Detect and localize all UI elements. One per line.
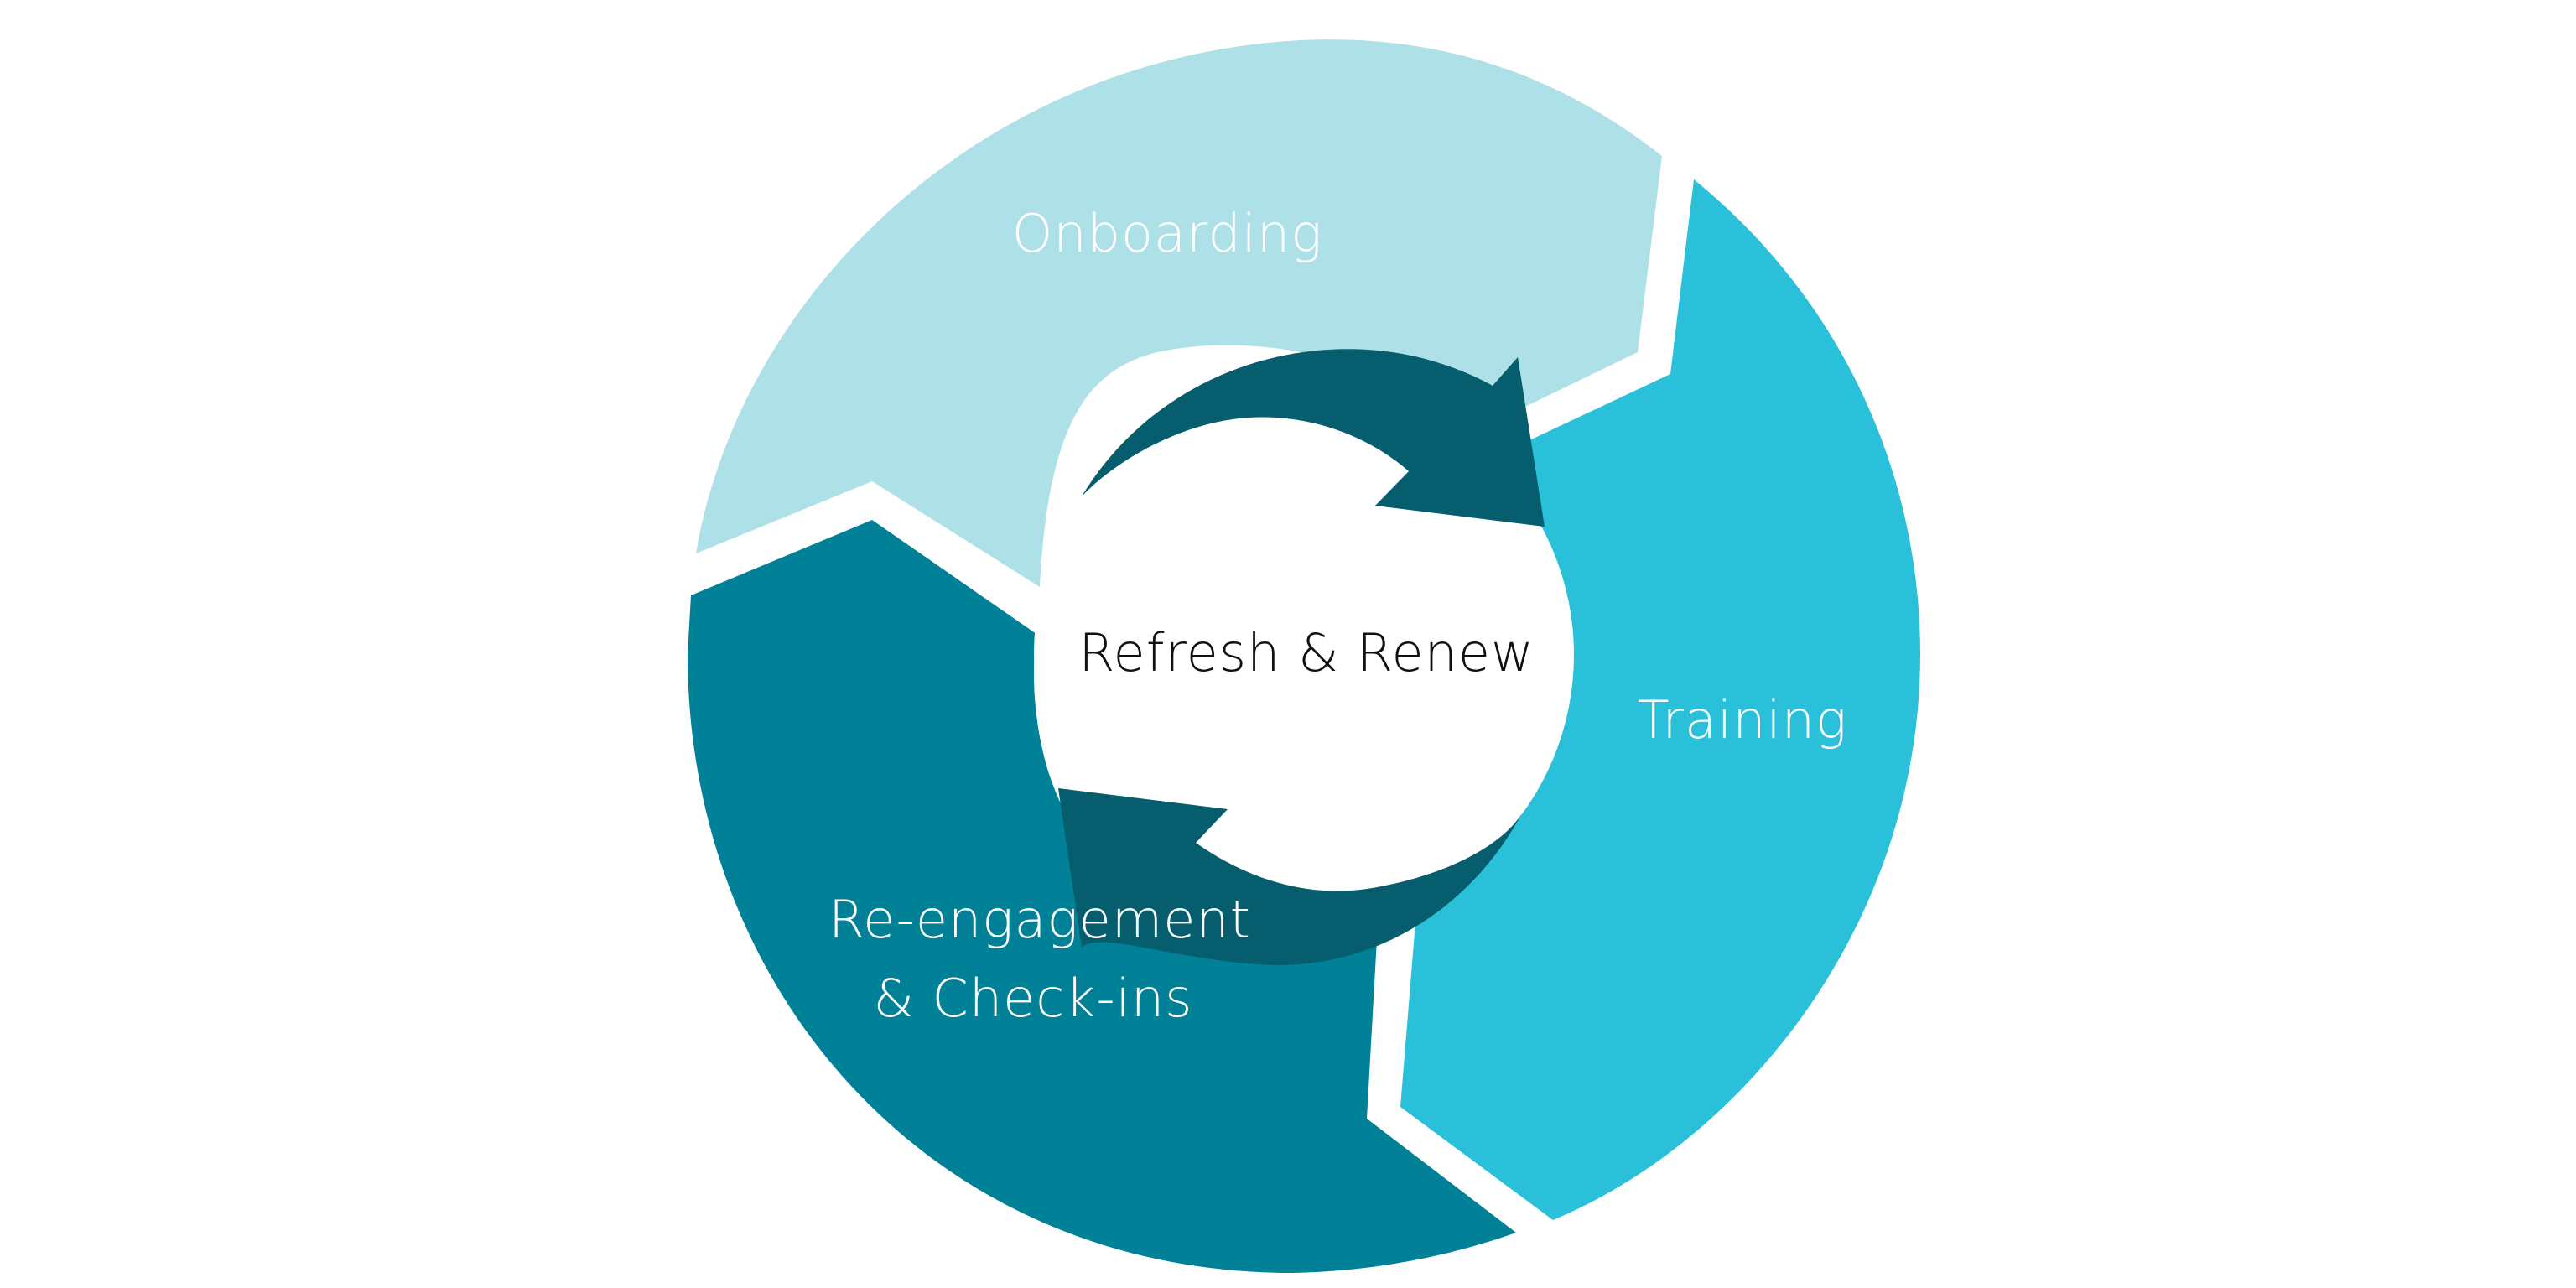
center-circle bbox=[1034, 385, 1574, 925]
center-label: Refresh & Renew bbox=[1078, 622, 1534, 683]
label-reengagement-line1: Re-engagement bbox=[828, 889, 1251, 950]
refresh-arrow-top-icon bbox=[1082, 349, 1545, 527]
refresh-arrow-bottom-icon bbox=[1058, 788, 1522, 965]
label-reengagement-line2: & Check-ins bbox=[874, 968, 1193, 1029]
segment-training bbox=[1400, 179, 1920, 1220]
label-training: Training bbox=[1638, 689, 1848, 750]
segment-onboarding bbox=[696, 39, 1662, 587]
label-onboarding: Onboarding bbox=[1012, 203, 1323, 264]
